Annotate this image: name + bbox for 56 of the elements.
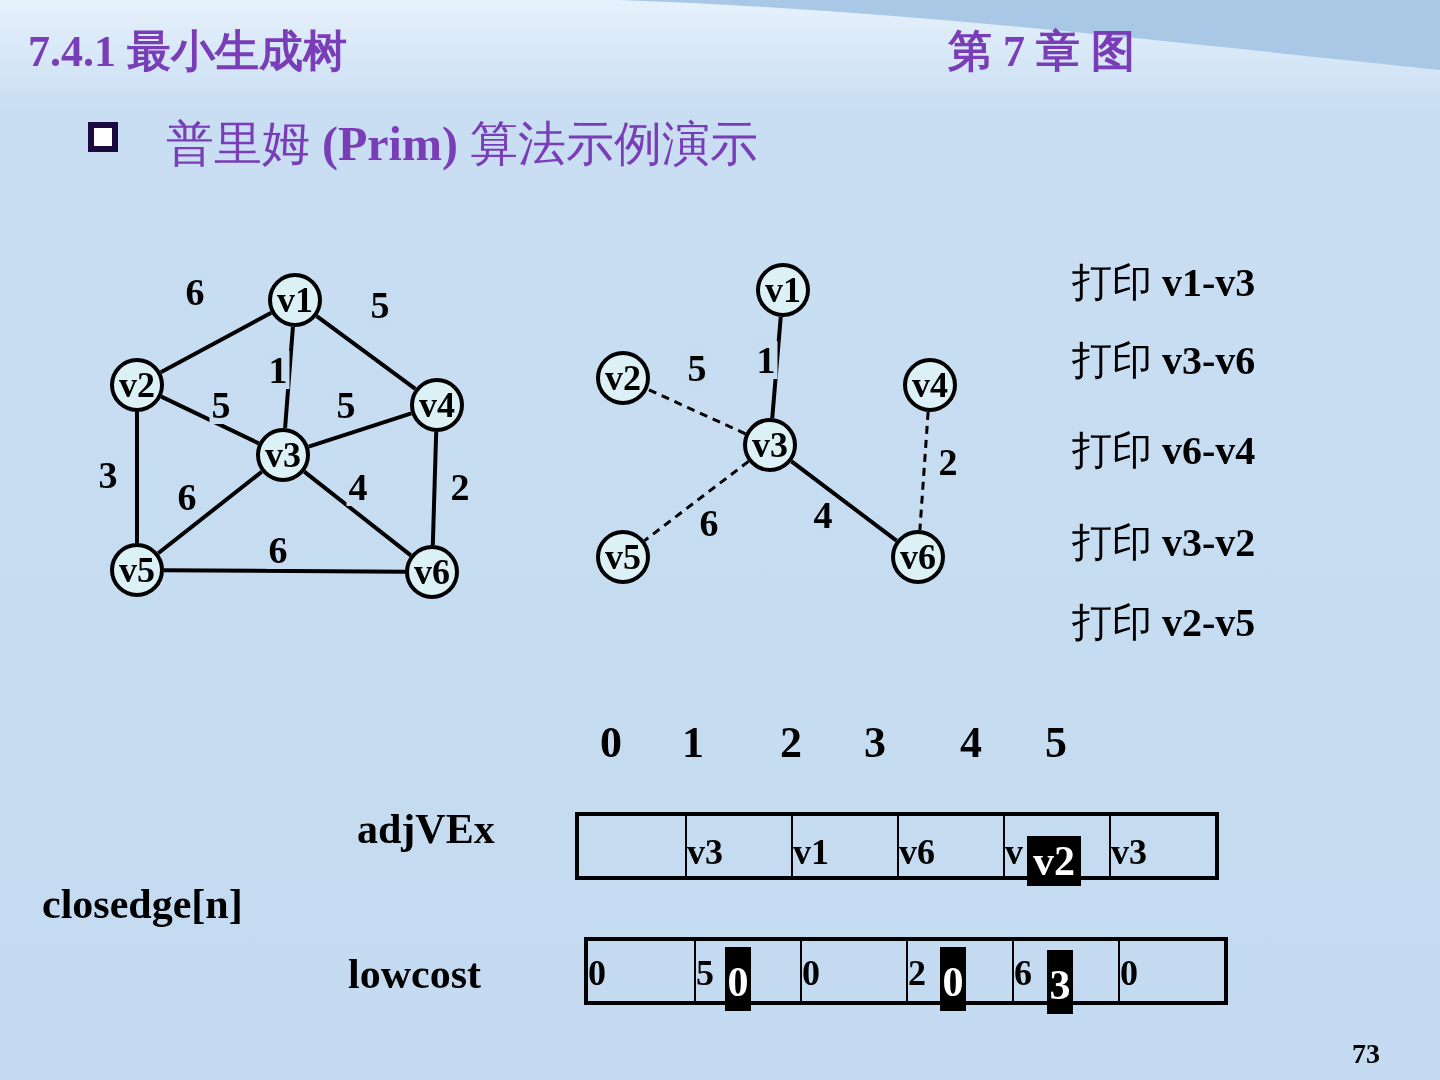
graph-edge [315,314,417,391]
graph-edge [160,394,260,446]
print-step: 打印 v3-v6 [1072,333,1256,388]
graph-edge [308,411,412,449]
index-number: 5 [1045,717,1067,768]
graph-edge [918,411,930,531]
graph-edge [283,326,295,429]
graph-edge [159,311,273,374]
index-number: 2 [780,717,802,768]
graph-vertex: v4 [903,358,957,412]
graph-vertex: v2 [110,358,164,412]
graph-edge [643,460,750,542]
table-cell: v1 [790,816,897,876]
table-cell: v3 [684,816,791,876]
chapter-heading: 第 7 章 图 [948,26,1135,78]
row-label: lowcost [348,950,481,998]
graph-vertex: v6 [405,545,459,599]
highlight-value: 0 [940,947,966,1011]
graph-edge [156,470,264,555]
graph-vertex: v4 [410,378,464,432]
graph-vertex: v5 [596,530,650,584]
graph-edge [164,568,405,574]
highlight-value: 0 [725,947,751,1011]
index-number: 1 [682,717,704,768]
graph-edge [770,316,783,419]
graph-vertex: v2 [596,351,650,405]
graph-vertex: v1 [756,263,810,317]
table-cell: v3 [1108,816,1215,876]
subtitle: 普里姆 (Prim) 算法示例演示 [166,116,758,173]
highlight-value: 3 [1047,950,1073,1014]
graph-edge [135,412,139,543]
print-step: 打印 v2-v5 [1072,595,1256,650]
graph-edge [303,470,412,557]
page-number: 73 [1352,1038,1380,1070]
graph-edge [430,431,439,546]
graph-vertex: v5 [110,543,164,597]
index-number: 3 [864,717,886,768]
print-step: 打印 v6-v4 [1072,423,1256,478]
index-number: 0 [600,717,622,768]
row-label: closedge[n] [42,880,243,928]
table-cell: 0 [799,941,906,1001]
table-cell: 0 [1117,941,1224,1001]
index-number: 4 [960,717,982,768]
graph-vertex: v3 [743,418,797,472]
table-cell: v6 [896,816,1003,876]
graph-vertex: v1 [268,273,322,327]
row-label: adjVEx [357,805,495,853]
graph-vertex: v3 [256,428,310,482]
print-step: 打印 v1-v3 [1072,255,1256,310]
print-step: 打印 v3-v2 [1072,515,1256,570]
graph-vertex: v6 [891,530,945,584]
graph-edge [646,387,747,436]
graph-edge [790,459,898,543]
table-cell-text: 0 [588,952,607,995]
highlight-value: v2 [1027,836,1081,886]
slide-title: 7.4.1 最小生成树 [28,26,347,78]
